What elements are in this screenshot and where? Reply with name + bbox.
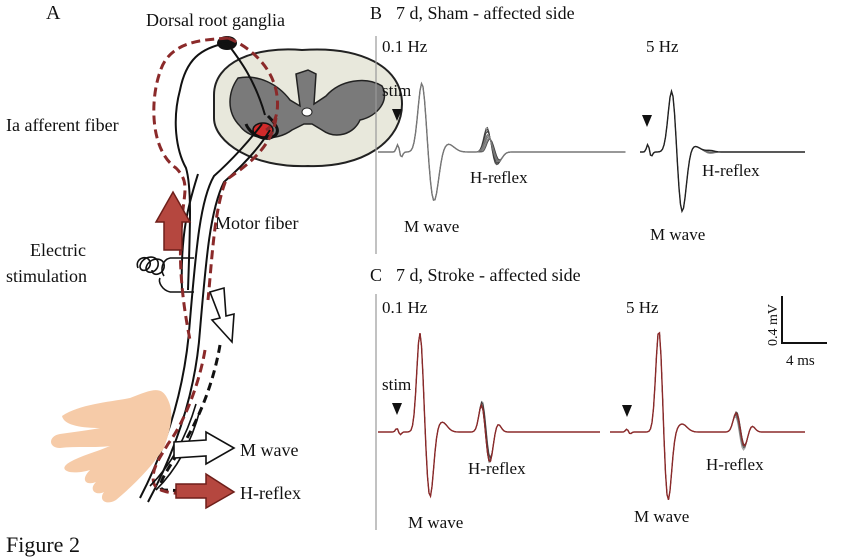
panel-c-trace-right xyxy=(610,331,805,500)
panel-c-trace-right xyxy=(610,332,805,500)
panel-c-trace-right xyxy=(610,332,805,500)
afferent-dashed-lower xyxy=(151,349,207,496)
panel-b-h-reflex-right: H-reflex xyxy=(702,161,760,180)
panel-b-trace-left xyxy=(378,81,626,201)
panel-b: B 7 d, Sham - affected side 0.1 Hz 5 Hz … xyxy=(370,3,805,254)
panel-c-m-wave-left: M wave xyxy=(408,513,463,532)
panel-c-trace-right xyxy=(610,332,805,500)
panel-c: C 7 d, Stroke - affected side 0.1 Hz 5 H… xyxy=(370,265,827,532)
panel-c-letter: C xyxy=(370,265,382,285)
panel-c-trace-right xyxy=(610,332,805,500)
panel-c-title: 7 d, Stroke - affected side xyxy=(396,265,581,285)
panel-c-h-reflex-right: H-reflex xyxy=(706,455,764,474)
stimulation-coil xyxy=(136,256,194,293)
panel-a-letter: A xyxy=(46,2,61,24)
panel-c-trace-right xyxy=(610,332,805,500)
motor-dashed-lower xyxy=(159,344,222,494)
panel-b-trace-right xyxy=(640,89,805,213)
panel-c-trace-right xyxy=(610,332,805,500)
afferent-up-arrow-icon xyxy=(154,190,192,251)
panel-b-freq-left: 0.1 Hz xyxy=(382,37,428,56)
hand-muscle xyxy=(51,390,172,503)
panel-b-trace-right xyxy=(640,89,805,213)
ia-afferent-fiber-label: Ia afferent fiber xyxy=(6,115,119,135)
scale-bar-time: 4 ms xyxy=(786,353,815,369)
scale-bar-lines xyxy=(781,296,827,344)
stimulation-label: stimulation xyxy=(6,266,87,286)
ia-afferent-dashed xyxy=(152,36,280,341)
panel-c-trace-right xyxy=(610,332,805,500)
scale-bar: 0.4 mV 4 ms xyxy=(766,296,827,369)
panel-c-stim-marker-right-icon xyxy=(622,405,632,417)
panel-c-trace-right xyxy=(610,332,805,500)
electric-label: Electric xyxy=(30,240,86,260)
m-wave-arrow-icon xyxy=(173,430,236,466)
panel-c-trace-right xyxy=(610,332,805,500)
panel-b-h-reflex-left: H-reflex xyxy=(470,168,528,187)
h-reflex-arrow-icon xyxy=(175,472,236,510)
panel-c-traces-right xyxy=(610,331,805,500)
motor-fiber-label: Motor fiber xyxy=(215,213,298,233)
panel-c-traces-left xyxy=(378,332,600,499)
m-wave-label: M wave xyxy=(240,440,298,460)
panel-c-trace-left xyxy=(378,332,600,499)
panel-b-m-wave-right: M wave xyxy=(650,225,705,244)
panel-b-trace-right xyxy=(640,89,805,213)
panel-c-trace-right xyxy=(610,332,805,500)
panel-c-stim-marker-left-icon xyxy=(392,403,402,415)
panel-b-trace-right xyxy=(640,89,805,213)
panel-c-trace-right xyxy=(610,332,805,500)
figure-label: Figure 2 xyxy=(6,532,80,557)
panel-b-traces-left xyxy=(378,81,626,201)
panel-b-stim-marker-left-icon xyxy=(392,109,402,121)
panel-b-trace-right xyxy=(640,88,805,214)
panel-c-freq-right: 5 Hz xyxy=(626,298,659,317)
panel-c-trace-right xyxy=(610,332,805,500)
panel-c-m-wave-right: M wave xyxy=(634,507,689,526)
panel-b-freq-right: 5 Hz xyxy=(646,37,679,56)
panel-c-freq-left: 0.1 Hz xyxy=(382,298,428,317)
panel-c-h-reflex-left: H-reflex xyxy=(468,459,526,478)
panel-b-trace-right xyxy=(640,89,805,213)
motor-down-arrow-icon xyxy=(208,286,235,344)
h-reflex-label: H-reflex xyxy=(240,483,301,503)
panel-b-title: 7 d, Sham - affected side xyxy=(396,3,575,23)
panel-c-trace-right xyxy=(610,332,805,500)
panel-c-trace-right xyxy=(610,332,805,500)
panel-b-trace-right xyxy=(640,89,805,213)
dorsal-root-ganglia-label: Dorsal root ganglia xyxy=(146,10,285,30)
panel-c-trace-right xyxy=(610,332,805,500)
panel-b-trace-right xyxy=(640,89,805,213)
panel-b-stim-marker-right-icon xyxy=(642,115,652,127)
panel-b-trace-right xyxy=(640,89,805,213)
panel-a: A Dorsal root ganglia Ia afferent fiber … xyxy=(6,2,404,557)
panel-b-stim-label: stim xyxy=(382,81,411,100)
central-canal xyxy=(301,107,313,117)
panel-b-m-wave-left: M wave xyxy=(404,217,459,236)
panel-b-traces-right xyxy=(640,88,805,214)
panel-c-stim-label: stim xyxy=(382,375,411,394)
gray-matter xyxy=(229,69,386,139)
panel-b-trace-right xyxy=(640,89,805,213)
scale-bar-voltage: 0.4 mV xyxy=(766,304,781,346)
panel-b-letter: B xyxy=(370,3,382,23)
